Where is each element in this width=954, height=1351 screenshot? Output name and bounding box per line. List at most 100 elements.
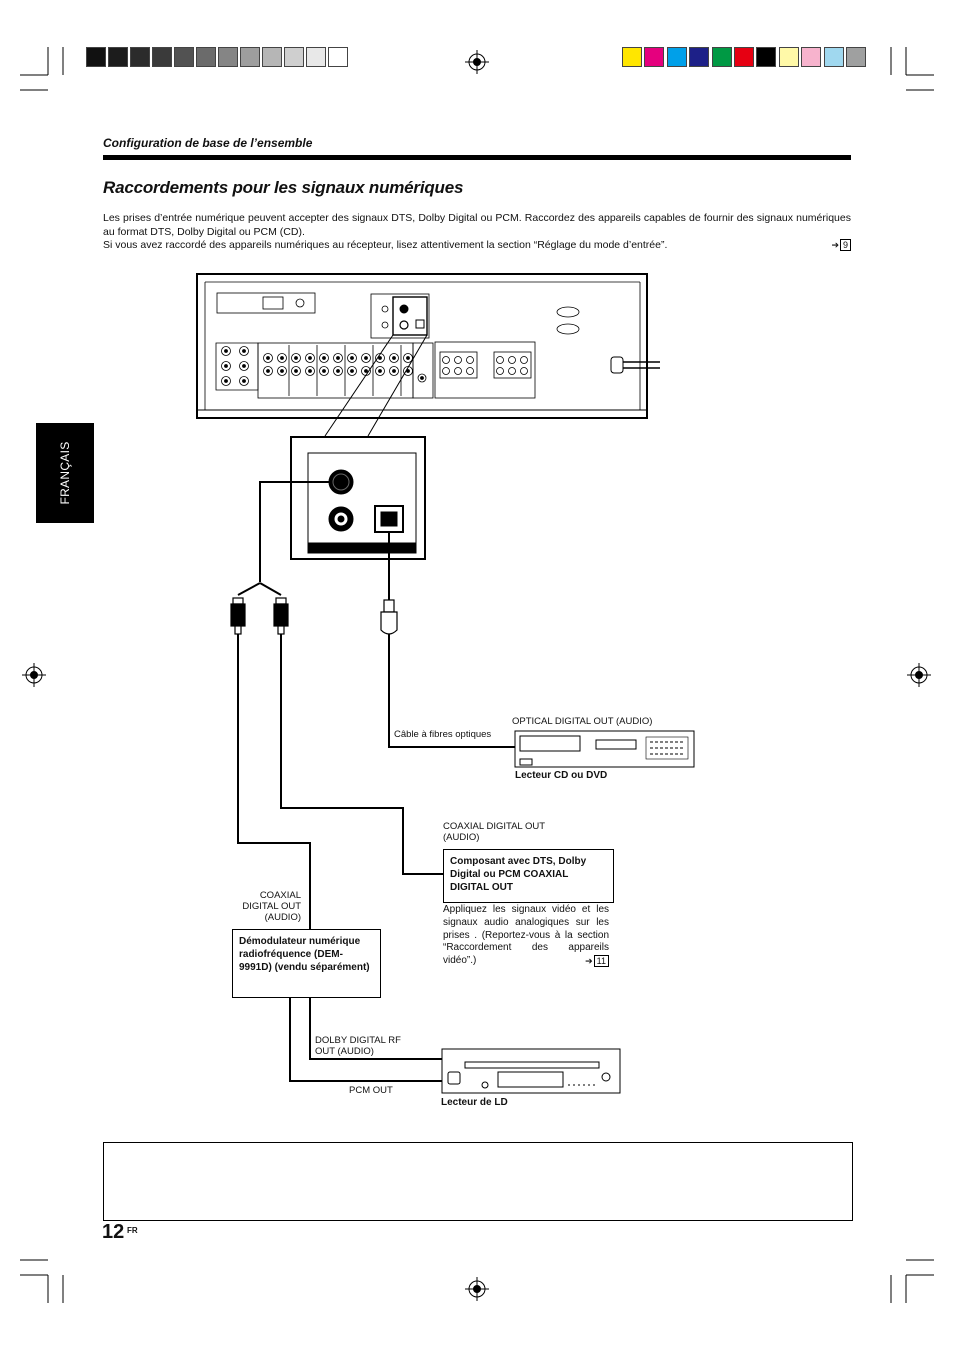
optical-cable-label: Câble à fibres optiques bbox=[394, 729, 492, 740]
color-swatch bbox=[306, 47, 326, 67]
rca-jack-icon bbox=[308, 369, 312, 373]
rca-jack-icon bbox=[277, 353, 287, 363]
rca-jack-icon bbox=[319, 366, 329, 376]
section-header: Configuration de base de l’ensemble bbox=[103, 136, 313, 150]
rca-jack-icon bbox=[242, 349, 246, 353]
rca-jack-icon bbox=[392, 369, 396, 373]
rca-jack-icon bbox=[378, 369, 382, 373]
rca-jack-icon bbox=[389, 366, 399, 376]
rca-jack-icon bbox=[266, 356, 270, 360]
rca-jack-icon bbox=[347, 366, 357, 376]
rca-jack-row bbox=[221, 345, 528, 396]
color-swatch bbox=[644, 47, 665, 67]
component-note: Appliquez les signaux vidéo et les signa… bbox=[443, 904, 609, 968]
rca-jack-icon bbox=[221, 346, 231, 356]
rca-jack-icon bbox=[221, 361, 231, 371]
rca-jack-icon bbox=[277, 366, 287, 376]
rca-jack-icon bbox=[221, 376, 231, 386]
color-swatch bbox=[734, 47, 754, 67]
component-box: Composant avec DTS, Dolby Digital ou PCM… bbox=[443, 849, 614, 903]
intro-line-1: Les prises d’entrée numérique peuvent ac… bbox=[103, 212, 851, 238]
rca-jack-icon bbox=[454, 356, 462, 364]
rca-jack-icon bbox=[403, 366, 413, 376]
rca-jack-icon bbox=[508, 367, 516, 375]
page-reference: ➔9 bbox=[831, 239, 851, 253]
pcm-out-label: PCM OUT bbox=[349, 1085, 393, 1096]
rca-jack-icon bbox=[378, 356, 382, 360]
receiver-rear-panel bbox=[196, 273, 660, 419]
rca-jack-icon bbox=[496, 367, 504, 375]
ld-player-label: Lecteur de LD bbox=[441, 1097, 508, 1108]
color-swatch bbox=[218, 47, 238, 67]
optical-plug-icon bbox=[380, 599, 398, 635]
rca-jack-icon bbox=[322, 356, 326, 360]
rca-jack-icon bbox=[361, 353, 371, 363]
zoom-lines bbox=[324, 334, 428, 437]
color-swatch bbox=[622, 47, 642, 67]
color-swatch bbox=[801, 47, 822, 67]
color-swatch bbox=[86, 47, 106, 67]
rca-jack-icon bbox=[392, 356, 396, 360]
rca-jack-icon bbox=[308, 356, 312, 360]
rca-jack-icon bbox=[350, 356, 354, 360]
rca-jack-icon bbox=[389, 353, 399, 363]
color-swatch bbox=[689, 47, 710, 67]
color-swatch bbox=[328, 47, 348, 67]
cd-player-label: Lecteur CD ou DVD bbox=[515, 770, 608, 781]
color-swatch bbox=[756, 47, 777, 67]
rca-jack-icon bbox=[263, 366, 273, 376]
rca-jack-icon bbox=[520, 356, 528, 364]
rca-jack-icon bbox=[319, 353, 329, 363]
registration-target-icon bbox=[22, 663, 46, 687]
page-language-suffix: FR bbox=[127, 1226, 138, 1235]
rca-jack-icon bbox=[336, 369, 340, 373]
color-swatch bbox=[196, 47, 216, 67]
rca-plug-icon bbox=[273, 597, 289, 635]
intro-paragraph: Les prises d’entrée numérique peuvent ac… bbox=[103, 212, 851, 253]
rca-jack-icon bbox=[442, 356, 450, 364]
rca-jack-icon bbox=[336, 356, 340, 360]
rca-jack-icon bbox=[294, 369, 298, 373]
dolby-rf-out-label: DOLBY DIGITAL RF OUT (AUDIO) bbox=[315, 1035, 401, 1057]
rca-jack-icon bbox=[242, 364, 246, 368]
coaxial-out-left-label: COAXIAL DIGITAL OUT (AUDIO) bbox=[242, 890, 301, 923]
color-swatch bbox=[846, 47, 866, 67]
rca-jack-icon bbox=[305, 353, 315, 363]
color-swatch bbox=[284, 47, 304, 67]
registration-target-icon bbox=[465, 50, 489, 74]
rca-jack-icon bbox=[224, 364, 228, 368]
intro-line-2: Si vous avez raccordé des appareils numé… bbox=[103, 239, 668, 251]
rca-jack-icon bbox=[420, 376, 424, 380]
rca-jack-icon bbox=[239, 361, 249, 371]
rca-jack-icon bbox=[280, 356, 284, 360]
color-swatch bbox=[262, 47, 282, 67]
rca-jack-icon bbox=[242, 379, 246, 383]
rca-jack-icon bbox=[333, 353, 343, 363]
rca-jack-icon bbox=[454, 367, 462, 375]
rca-jack-icon bbox=[333, 366, 343, 376]
rca-jack-icon bbox=[508, 356, 516, 364]
rca-jack-icon bbox=[305, 366, 315, 376]
rca-jack-icon bbox=[364, 356, 368, 360]
page-title: Raccordements pour les signaux numérique… bbox=[103, 178, 464, 197]
rca-jack-icon bbox=[280, 369, 284, 373]
color-swatch bbox=[130, 47, 150, 67]
registration-target-icon bbox=[465, 1277, 489, 1301]
rca-jack-icon bbox=[406, 356, 410, 360]
page-number: 12 bbox=[102, 1221, 125, 1243]
coaxial-out-audio-label: COAXIAL DIGITAL OUT (AUDIO) bbox=[443, 821, 545, 843]
rca-jack-icon bbox=[375, 366, 385, 376]
rca-jack-icon bbox=[322, 369, 326, 373]
rca-jack-icon bbox=[520, 367, 528, 375]
digital-input-inset bbox=[290, 436, 426, 560]
optical-out-label: OPTICAL DIGITAL OUT (AUDIO) bbox=[512, 716, 653, 727]
rca-jack-icon bbox=[403, 353, 413, 363]
language-tab: FRANÇAIS bbox=[36, 423, 94, 523]
cables bbox=[237, 481, 515, 1082]
rca-jack-icon bbox=[263, 353, 273, 363]
rca-jack-icon bbox=[496, 356, 504, 364]
rca-jack-icon bbox=[291, 366, 301, 376]
rca-jack-icon bbox=[294, 356, 298, 360]
